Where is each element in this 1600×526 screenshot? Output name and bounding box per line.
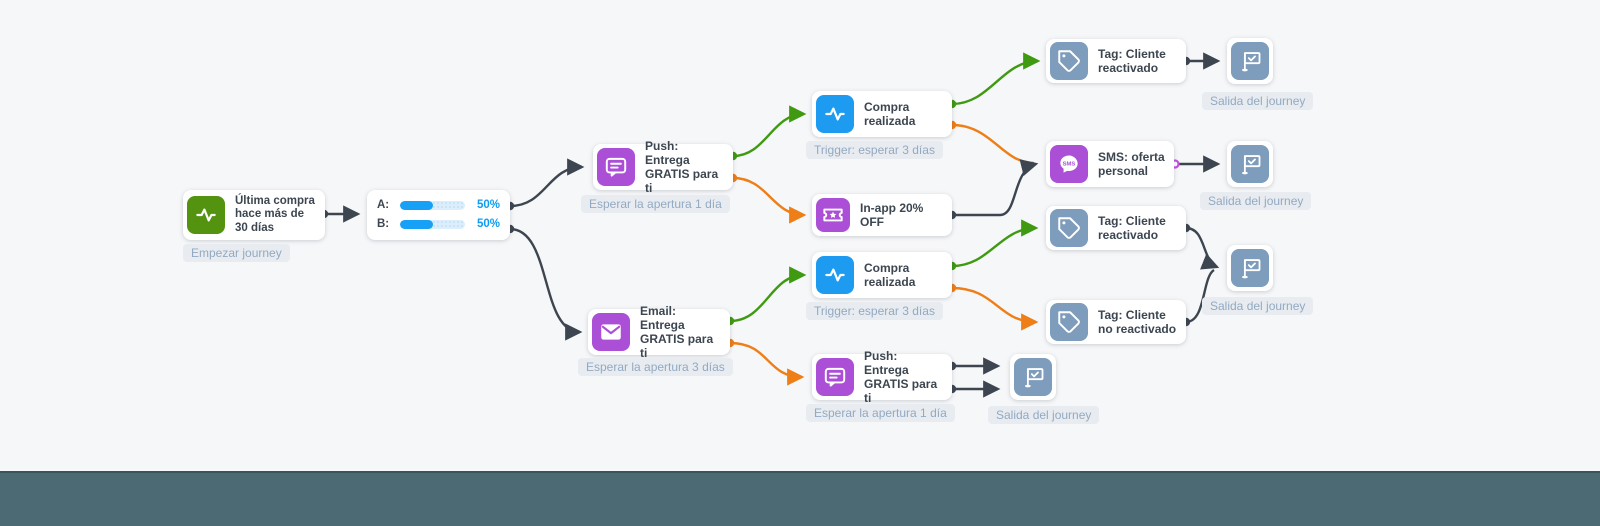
edge-compra-bottom-to-tag-no-reactivado (951, 286, 1039, 331)
email-icon (592, 313, 630, 351)
edge-ab-split-b-to-email (509, 227, 583, 341)
ab-variant-b-bar (400, 219, 465, 229)
edge-compra-top-to-tag-reactivado-top (951, 52, 1041, 106)
push-notification-icon (597, 148, 635, 186)
flag-icon (1014, 358, 1052, 396)
tag-icon (1050, 42, 1088, 80)
badge-esperar-apertura-1dia-top: Esperar la apertura 1 día (581, 195, 730, 213)
node-inapp-20-off[interactable]: In-app 20% OFF (812, 194, 952, 236)
edge-tag-reactivado-mid-to-exit-3 (1185, 226, 1220, 270)
activity-icon (816, 256, 854, 294)
node-ab-split[interactable]: A: 50% B: 50% (367, 190, 510, 240)
flag-icon (1231, 249, 1269, 287)
sms-bubble-icon: SMS (1050, 145, 1088, 183)
node-email-title: Email: Entrega GRATIS para ti (640, 303, 714, 361)
badge-salida-journey-1: Salida del journey (1202, 92, 1314, 110)
edge-email-to-push-bottom (729, 341, 805, 386)
edge-compra-top-to-sms (951, 123, 1035, 165)
edge-compra-bottom-to-tag-reactivado-mid (951, 219, 1039, 268)
ab-variant-b: B: 50% (377, 218, 500, 230)
flag-icon (1231, 42, 1269, 80)
ab-variant-a-bar (400, 200, 465, 210)
node-exit-4[interactable] (1010, 354, 1056, 400)
node-compra-realizada-bottom[interactable]: Compra realizada (812, 252, 952, 298)
edge-push-top-to-compra-top (732, 105, 807, 158)
activity-icon (816, 95, 854, 133)
node-sms-oferta-title: SMS: oferta personal (1098, 149, 1165, 178)
node-compra-realizada-top-title: Compra realizada (864, 99, 916, 128)
node-push-top-title: Push: Entrega GRATIS para ti (645, 138, 719, 196)
node-tag-cliente-reactivado-top[interactable]: Tag: Cliente reactivado (1046, 39, 1186, 83)
node-start[interactable]: Última compra hace más de 30 días (183, 190, 325, 240)
tag-icon (1050, 209, 1088, 247)
push-notification-icon (816, 358, 854, 396)
flag-icon (1231, 145, 1269, 183)
node-push-bottom[interactable]: Push: Entrega GRATIS para ti (812, 349, 952, 405)
bottom-bar (0, 471, 1600, 526)
edge-email-to-compra-bottom (729, 266, 807, 323)
ab-variant-a-percent: 50% (476, 199, 500, 211)
edge-ab-split-a-to-push-top (509, 158, 585, 208)
badge-salida-journey-4: Salida del journey (988, 406, 1100, 424)
badge-trigger-esperar-3dias-bottom: Trigger: esperar 3 días (806, 302, 943, 320)
node-inapp-20-off-title: In-app 20% OFF (860, 200, 924, 229)
badge-esperar-apertura-1dia-bottom: Esperar la apertura 1 día (806, 404, 955, 422)
badge-salida-journey-2: Salida del journey (1200, 192, 1312, 210)
node-exit-3[interactable] (1227, 245, 1273, 291)
svg-text:SMS: SMS (1063, 161, 1076, 167)
node-exit-2[interactable] (1227, 141, 1273, 187)
node-tag-cliente-no-reactivado-title: Tag: Cliente no reactivado (1098, 307, 1177, 336)
ab-variant-b-percent: 50% (476, 218, 500, 230)
ab-variant-a-label: A: (377, 199, 390, 211)
node-push-bottom-title: Push: Entrega GRATIS para ti (864, 348, 938, 406)
ab-variant-a: A: 50% (377, 199, 500, 211)
node-tag-cliente-reactivado-top-title: Tag: Cliente reactivado (1098, 46, 1166, 75)
edge-push-top-to-inapp (732, 176, 807, 224)
node-sms-oferta[interactable]: SMS SMS: oferta personal (1046, 141, 1174, 187)
node-tag-cliente-reactivado-mid[interactable]: Tag: Cliente reactivado (1046, 206, 1186, 250)
edge-inapp-to-sms (952, 159, 1039, 217)
node-tag-cliente-reactivado-mid-title: Tag: Cliente reactivado (1098, 213, 1166, 242)
badge-empezar-journey: Empezar journey (183, 244, 290, 262)
node-tag-cliente-no-reactivado[interactable]: Tag: Cliente no reactivado (1046, 300, 1186, 344)
badge-trigger-esperar-3dias-top: Trigger: esperar 3 días (806, 141, 943, 159)
node-email[interactable]: Email: Entrega GRATIS para ti (588, 304, 730, 360)
badge-salida-journey-3: Salida del journey (1202, 297, 1314, 315)
tag-icon (1050, 303, 1088, 341)
ab-variant-b-label: B: (377, 218, 390, 230)
node-compra-realizada-bottom-title: Compra realizada (864, 260, 916, 289)
badge-esperar-apertura-3dias: Esperar la apertura 3 días (578, 358, 733, 376)
activity-icon (187, 196, 225, 234)
node-exit-1[interactable] (1227, 38, 1273, 84)
node-push-top[interactable]: Push: Entrega GRATIS para ti (593, 139, 733, 195)
node-compra-realizada-top[interactable]: Compra realizada (812, 91, 952, 137)
node-start-title: Última compra hace más de 30 días (235, 194, 315, 234)
ticket-icon (816, 198, 850, 232)
